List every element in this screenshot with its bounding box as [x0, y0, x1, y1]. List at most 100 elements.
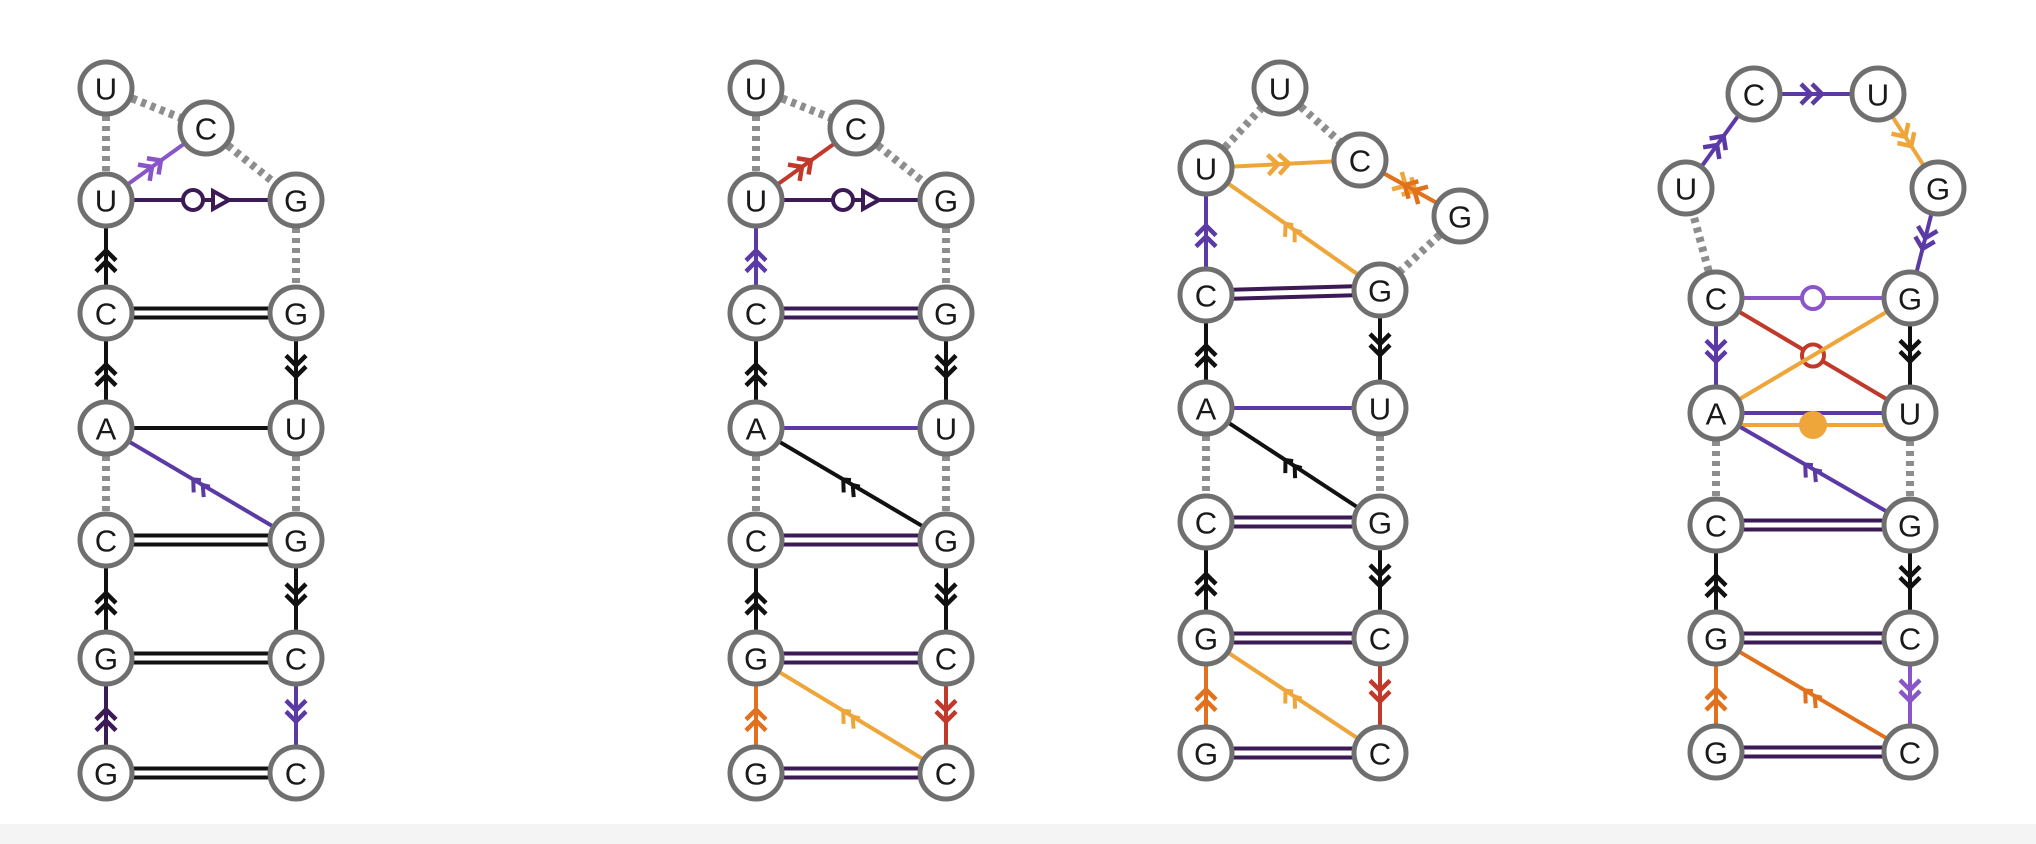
sugar-edge-icon [1803, 688, 1814, 704]
chevron-icon [934, 353, 958, 369]
nucleotide-label: G [744, 642, 768, 677]
chevron-icon [1898, 338, 1922, 354]
chevron-icon [1194, 222, 1218, 238]
sugar-edge-icon [850, 482, 861, 498]
nucleotide-circle [1177, 609, 1235, 667]
sugar-edge-icon [1283, 688, 1294, 704]
nucleotide-circle [1657, 159, 1715, 217]
nucleotide-label: C [745, 297, 767, 332]
chevron-icon [1194, 686, 1218, 702]
nucleotide-circle [917, 511, 975, 569]
nucleotide-g4: G [1687, 609, 1745, 667]
backbone-arrow [775, 141, 837, 187]
sugar-edge-icon [841, 708, 852, 724]
open-triangle-icon [211, 187, 234, 213]
nucleotide-g1: G [917, 171, 975, 229]
chevron-icon [1704, 685, 1728, 701]
nucleotide-u1: U [1251, 59, 1309, 117]
nucleotide-label: A [1196, 392, 1217, 427]
nucleotide-label: G [1926, 172, 1950, 207]
nucleotide-circle [1177, 493, 1235, 551]
nucleotide-a1: A [727, 399, 785, 457]
backbone-arrow [125, 141, 187, 187]
nucleotide-u1: U [1657, 159, 1715, 217]
nucleotide-label: G [284, 297, 308, 332]
nucleotide-label: U [745, 72, 767, 107]
chevron-icon [1891, 122, 1911, 140]
chevron-icon [1265, 153, 1282, 177]
nucleotide-label: C [1899, 736, 1921, 771]
nucleotide-label: G [1368, 274, 1392, 309]
chevron-icon [284, 709, 308, 725]
nucleotide-c5: C [1351, 724, 1409, 782]
nucleotide-circle [1687, 269, 1745, 327]
nucleotide-label: G [1704, 622, 1728, 657]
nucleotide-c4: C [917, 629, 975, 687]
nucleotide-u2: U [77, 171, 135, 229]
nucleotide-label: G [1368, 506, 1392, 541]
nucleotide-g1: G [1431, 187, 1489, 245]
chevron-icon [744, 247, 768, 263]
nucleotide-c2: C [1177, 266, 1235, 324]
stacking-edge [1689, 213, 1713, 273]
chevron-icon [284, 698, 308, 714]
chevron-icon [934, 364, 958, 380]
chevron-icon [744, 717, 768, 733]
nucleotide-circle [1177, 724, 1235, 782]
nucleotide-circle [77, 399, 135, 457]
nucleotide-g5: G [77, 744, 135, 802]
chevron-icon [1194, 581, 1218, 597]
sugar-edge-icon [1292, 693, 1303, 709]
chevron-icon [94, 589, 118, 605]
sugar-edge-icon [1283, 457, 1294, 474]
nucleotide-label: C [845, 112, 867, 147]
nucleotide-circle [177, 99, 235, 157]
nucleotide-circle [1177, 266, 1235, 324]
nucleotide-circle [267, 399, 325, 457]
nucleotide-label: C [1899, 622, 1921, 657]
nucleotide-c1: C [1331, 131, 1389, 189]
nucleotide-circle [1881, 384, 1939, 442]
nucleotide-label: C [745, 524, 767, 559]
nucleotide-u3: U [1351, 379, 1409, 437]
nucleotide-circle [1351, 724, 1409, 782]
nucleotide-u3: U [917, 399, 975, 457]
nucleotide-g4: G [727, 629, 785, 687]
chevron-icon [787, 162, 805, 182]
chevron-icon [1368, 689, 1392, 705]
chevron-icon [284, 593, 308, 609]
nucleotide-u2: U [1849, 65, 1907, 123]
nucleotide-c1: C [1725, 65, 1783, 123]
nucleotide-circle [727, 629, 785, 687]
nucleotide-circle [1351, 379, 1409, 437]
nucleotide-circle [267, 629, 325, 687]
nucleotide-g2: G [267, 284, 325, 342]
bottom-band [0, 824, 2036, 844]
chevron-icon [94, 600, 118, 616]
nucleotide-circle [77, 629, 135, 687]
chevron-icon [94, 372, 118, 388]
chevron-icon [1368, 343, 1392, 359]
chevron-icon [934, 593, 958, 609]
chevron-icon [744, 361, 768, 377]
edges-layer [94, 82, 1939, 780]
chevron-icon [934, 582, 958, 598]
chevron-icon [1194, 570, 1218, 586]
nucleotide-u1: U [77, 59, 135, 117]
nucleotide-g3: G [1881, 496, 1939, 554]
sugar-edge-icon [200, 482, 211, 498]
nucleotide-g3: G [1351, 493, 1409, 551]
chevron-icon [934, 709, 958, 725]
nucleotide-label: C [95, 297, 117, 332]
chevron-icon [284, 582, 308, 598]
chevron-icon [94, 706, 118, 722]
nucleotide-u2: U [727, 171, 785, 229]
nucleotide-circle [1687, 609, 1745, 667]
stacking-edge [1397, 232, 1443, 274]
chevron-icon [1704, 338, 1728, 354]
sugar-edge-icon [1292, 463, 1303, 479]
chevron-icon [744, 600, 768, 616]
nucleotide-label: G [934, 297, 958, 332]
chevron-icon [1704, 349, 1728, 365]
